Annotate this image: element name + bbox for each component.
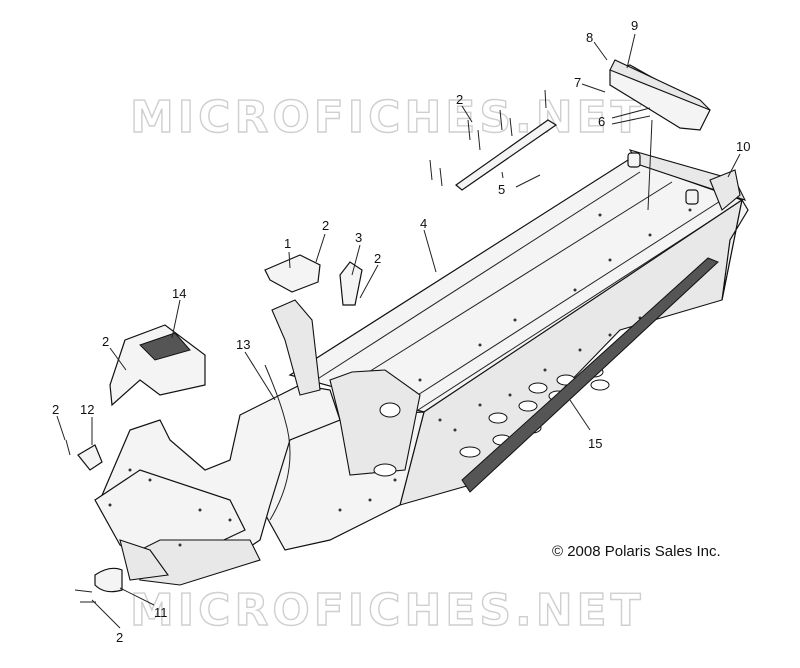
callout-2-b: 2	[374, 251, 381, 266]
part-3-bracket	[339, 261, 363, 306]
callout-labels: 1 2 2 2 2 2 2 3 4 5 6 7 8 9 10 11 12 13 …	[52, 18, 750, 645]
callout-11: 11	[154, 605, 168, 620]
callout-3: 3	[355, 230, 362, 245]
callout-6: 6	[598, 114, 605, 129]
callout-2-a: 2	[322, 218, 329, 233]
rivet-dots	[338, 208, 692, 512]
part-13-cable	[264, 364, 291, 521]
part-11-piece	[94, 567, 123, 593]
callout-10: 10	[736, 139, 750, 154]
copyright-notice: © 2008 Polaris Sales Inc.	[552, 543, 721, 560]
watermark-bottom: MICROFICHES.NET	[130, 585, 645, 636]
leader-lines	[56, 33, 741, 629]
part-15-strip	[461, 257, 719, 493]
front-bulkhead	[94, 299, 421, 586]
callout-12: 12	[80, 402, 94, 417]
callout-2-f: 2	[116, 630, 123, 645]
bolts	[65, 89, 547, 603]
chassis-tunnel	[259, 149, 749, 551]
part-10-bumper	[709, 169, 741, 211]
callout-2-c: 2	[456, 92, 463, 107]
callout-13: 13	[236, 337, 250, 352]
part-14-console	[109, 324, 206, 407]
callout-15: 15	[588, 436, 602, 451]
part-1-bracket	[264, 254, 321, 293]
callout-7: 7	[574, 75, 581, 90]
callout-14: 14	[172, 286, 186, 301]
callout-1: 1	[284, 236, 291, 251]
part-5-rail	[455, 119, 558, 191]
rear-mounts	[627, 119, 699, 211]
callout-2-e: 2	[52, 402, 59, 417]
callout-5: 5	[498, 182, 505, 197]
callout-9: 9	[631, 18, 638, 33]
callout-8: 8	[586, 30, 593, 45]
watermark-top: MICROFICHES.NET	[130, 92, 645, 143]
callout-2-d: 2	[102, 334, 109, 349]
callout-4: 4	[420, 216, 427, 231]
part-9-bracket	[609, 59, 711, 131]
part-12-bracket	[77, 444, 103, 471]
